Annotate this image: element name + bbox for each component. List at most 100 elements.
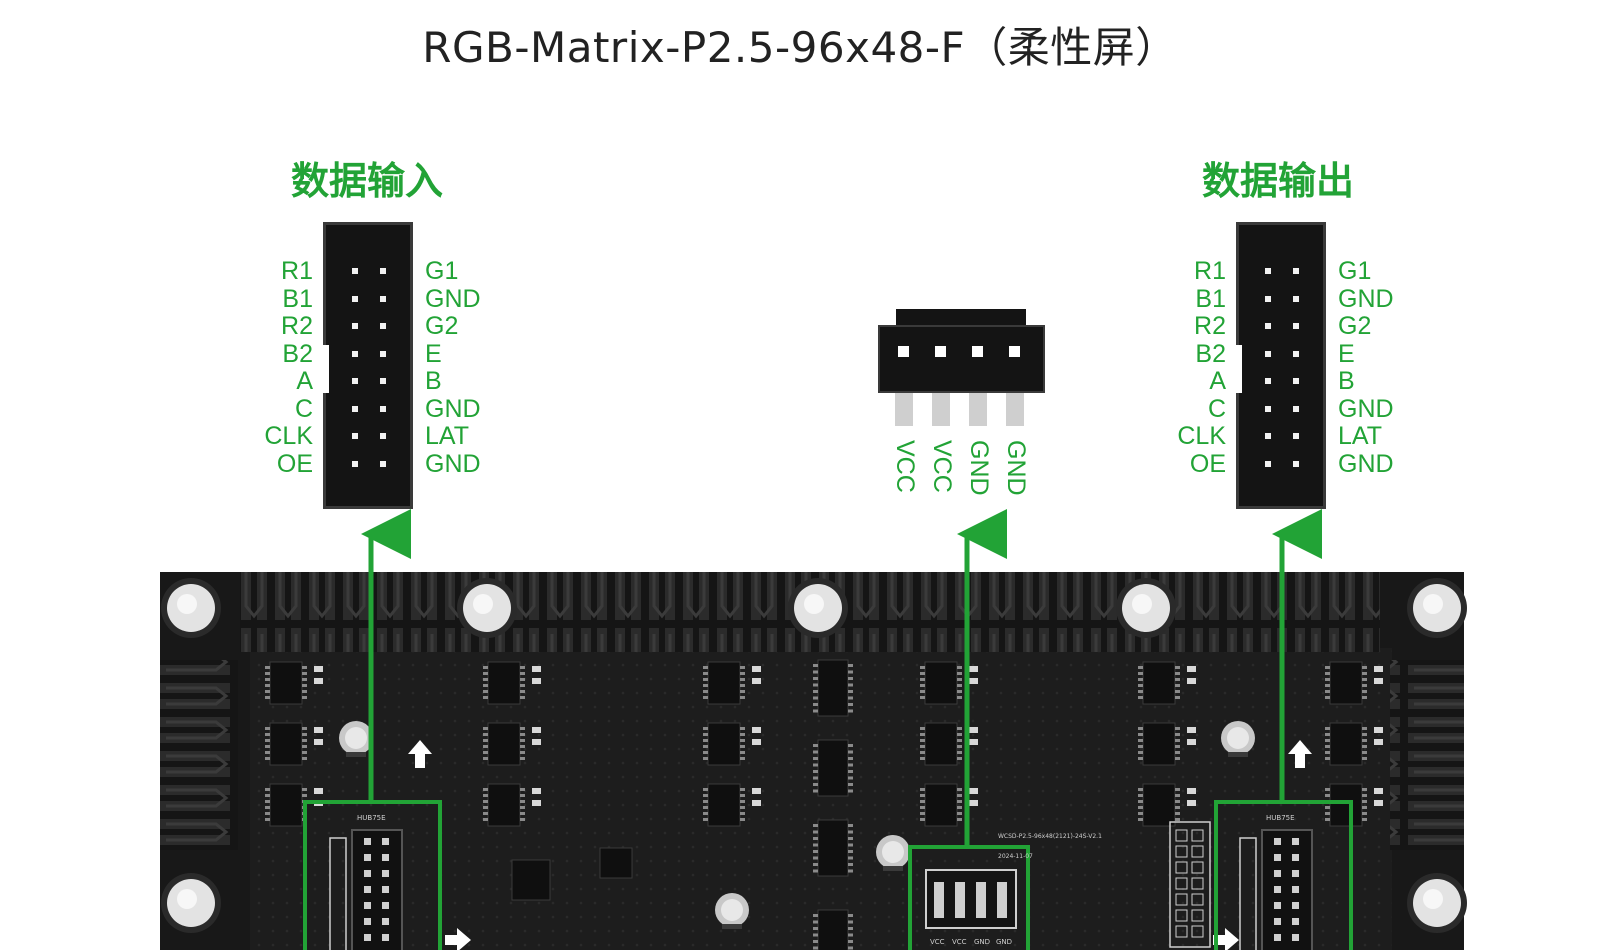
board-header-pin: [364, 918, 371, 925]
chip-pin: [703, 696, 708, 699]
logic-chip: [511, 859, 551, 901]
chip-pin: [703, 794, 708, 797]
chip-pin: [848, 933, 853, 937]
silk-power-pin-label: GND: [974, 938, 990, 946]
board-header-pin: [382, 838, 389, 845]
capacitor-band: [346, 752, 366, 757]
driver-chip: [707, 661, 741, 705]
chip-pin: [1175, 806, 1180, 809]
header-pin: [1265, 460, 1271, 467]
silk-pad: [1175, 909, 1188, 922]
board-header-pin: [364, 838, 371, 845]
chip-pin: [957, 818, 962, 821]
chip-pin: [740, 678, 745, 681]
driver-chip: [269, 722, 303, 766]
driver-chip: [269, 783, 303, 827]
power-highlight-box: [908, 845, 1030, 950]
board-header-pin: [1274, 870, 1281, 877]
header-pin: [380, 378, 386, 384]
chip-pin: [813, 709, 818, 713]
power-pin-hole: [935, 346, 946, 357]
chip-pin: [265, 678, 270, 681]
power-pin-leg: [969, 393, 987, 426]
chip-pin: [265, 794, 270, 797]
chip-pin: [265, 666, 270, 669]
chip-pin: [265, 800, 270, 803]
chip-pin: [1325, 806, 1330, 809]
header-pin: [380, 323, 386, 329]
pin-label-clk: CLK: [264, 422, 313, 450]
chip-pin: [740, 739, 745, 742]
chip-pin: [848, 776, 853, 780]
mounting-hole-shine: [473, 594, 493, 614]
chip-pin: [703, 690, 708, 693]
board-power-pin: [955, 882, 965, 918]
chip-pin: [920, 818, 925, 821]
chip-pin: [265, 672, 270, 675]
chip-pin: [302, 751, 307, 754]
chip-pin: [703, 812, 708, 815]
chip-pin: [1362, 666, 1367, 669]
chip-pin: [520, 739, 525, 742]
chip-pin: [483, 733, 488, 736]
chip-pin: [848, 750, 853, 754]
chip-pin: [813, 696, 818, 700]
chip-pin: [1325, 672, 1330, 675]
pin-label-b2: B2: [282, 339, 313, 368]
smd-component: [969, 727, 978, 733]
smd-component: [532, 800, 541, 806]
chip-pin: [302, 690, 307, 693]
smd-component: [1374, 800, 1383, 806]
chip-pin: [302, 794, 307, 797]
chip-pin: [957, 727, 962, 730]
chip-pin: [813, 920, 818, 924]
driver-chip: [487, 661, 521, 705]
chip-pin: [1175, 812, 1180, 815]
chip-pin: [1362, 794, 1367, 797]
chip-pin: [520, 800, 525, 803]
chip-pin: [848, 869, 853, 873]
chip-pin: [848, 920, 853, 924]
board-header-pin: [1274, 854, 1281, 861]
board-header-pin: [364, 902, 371, 909]
chip-pin: [520, 788, 525, 791]
chip-pin: [920, 806, 925, 809]
smd-component: [969, 678, 978, 684]
chip-pin: [1362, 757, 1367, 760]
chip-pin: [920, 684, 925, 687]
chip-pin: [813, 757, 818, 760]
board-header-pin: [382, 870, 389, 877]
pin-label-gnd: GND: [425, 284, 481, 313]
chip-pin: [703, 757, 708, 760]
chip-pin: [848, 863, 853, 866]
chip-pin: [740, 794, 745, 797]
header-pin: [1265, 295, 1271, 302]
board-header-pin: [1274, 918, 1281, 925]
chip-pin: [1175, 672, 1180, 675]
smd-component: [1187, 739, 1196, 745]
chip-pin: [265, 745, 270, 748]
chip-pin: [520, 684, 525, 687]
chip-pin: [848, 783, 853, 786]
header-pin: [352, 323, 358, 329]
chip-pin: [1175, 818, 1180, 821]
capacitor-band: [1228, 752, 1248, 757]
direction-arrow: [408, 740, 432, 768]
capacitor-top: [882, 841, 904, 863]
chip-pin: [740, 745, 745, 748]
chip-pin: [813, 914, 818, 917]
chip-pin: [848, 914, 853, 917]
chip-pin: [1175, 684, 1180, 687]
smd-component: [1374, 788, 1383, 794]
board-header-pin: [382, 918, 389, 925]
shift-register-chip: [817, 739, 849, 797]
smd-component: [314, 739, 323, 745]
smd-component: [314, 678, 323, 684]
chip-pin: [302, 788, 307, 791]
chip-pin: [957, 672, 962, 675]
chip-pin: [740, 696, 745, 699]
smd-component: [752, 666, 761, 672]
chip-pin: [483, 806, 488, 809]
chip-pin: [483, 739, 488, 742]
chip-pin: [483, 690, 488, 693]
